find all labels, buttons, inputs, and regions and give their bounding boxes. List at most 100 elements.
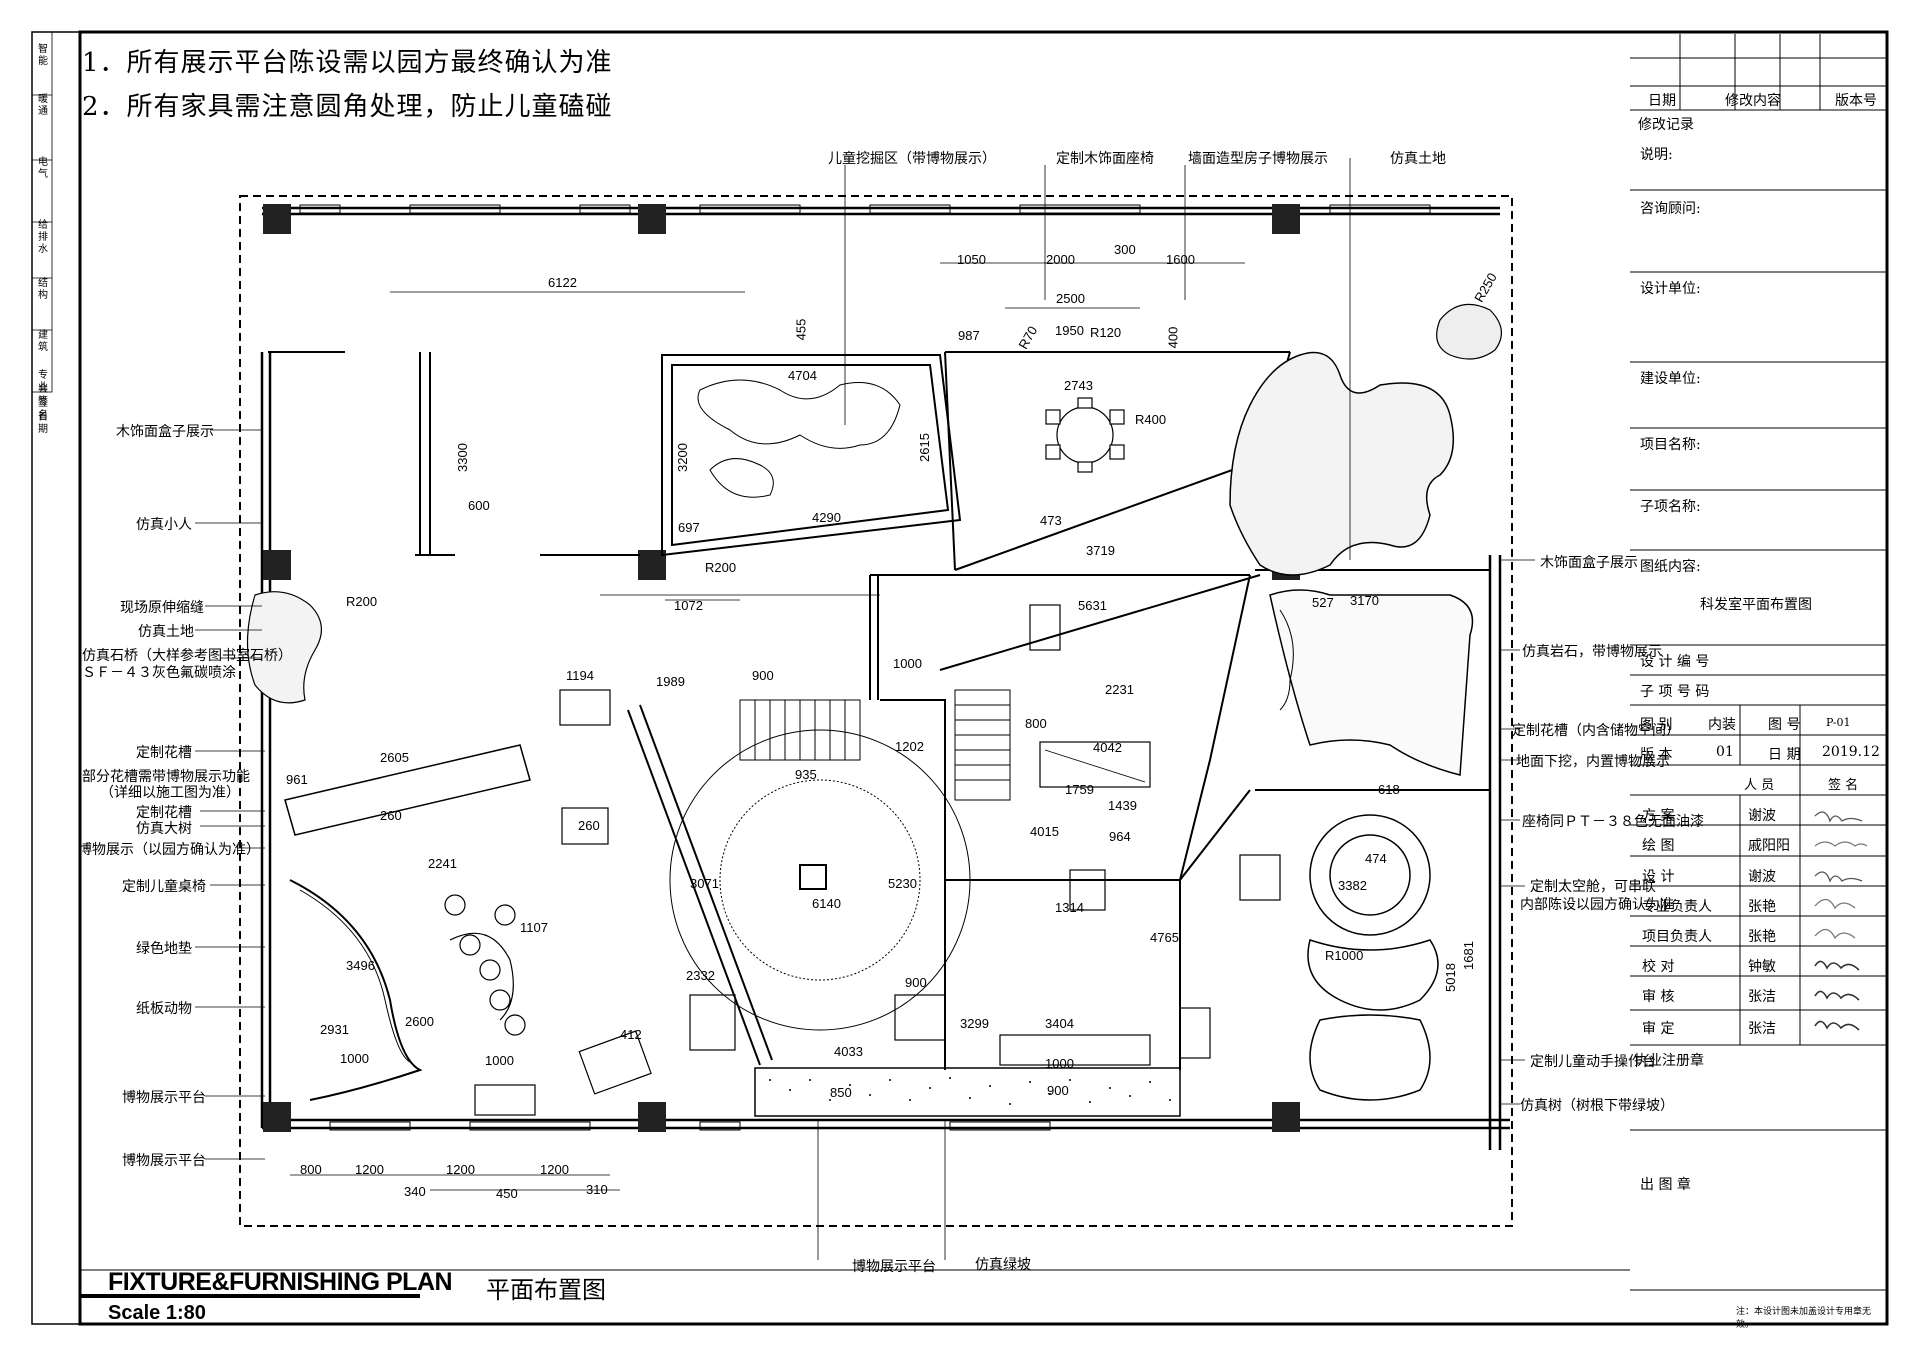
rev-header-content: 修改内容 [1725, 93, 1781, 109]
sidebar-label: 暖通 [38, 94, 48, 117]
date-label: 日 期 [1768, 747, 1801, 763]
drawing-no-value: P-01 [1826, 716, 1851, 729]
label-planter-storage: 定制花槽（内含储物空间） [1512, 723, 1680, 739]
dim-text: 1200 [540, 1162, 569, 1177]
label-simulated-soil-top: 仿真土地 [1390, 151, 1446, 167]
dim-text: 4015 [1030, 824, 1059, 839]
dim-text: 697 [678, 520, 700, 535]
label-kids-table-chairs: 定制儿童桌椅 [122, 879, 206, 895]
dim-text: 5230 [888, 876, 917, 891]
sidebar-label: 结构 [38, 278, 48, 301]
staff-name: 钟敏 [1748, 959, 1776, 975]
exhibit-platform-hatch [754, 1067, 1181, 1117]
rev-header-date: 日期 [1648, 93, 1676, 109]
dim-text: 455 [793, 318, 809, 341]
stone-bridge [246, 591, 322, 704]
long-planter [284, 744, 531, 836]
staff-header-sign: 签 名 [1828, 778, 1859, 793]
dim-text: 1200 [355, 1162, 384, 1177]
note-1: 1．所有展示平台陈设需以园方最终确认为准 [82, 48, 613, 78]
dim-text: 1200 [446, 1162, 475, 1177]
description-label: 说明: [1640, 147, 1673, 163]
footer-note: 注：本设计图未加盖设计专用章无效。 [1736, 1307, 1872, 1330]
dim-text: 2605 [380, 750, 409, 765]
date-value: 2019.12 [1822, 744, 1880, 760]
dim-text: 935 [795, 767, 817, 782]
dim-text: 1000 [340, 1051, 369, 1066]
dim-text: 473 [1040, 513, 1062, 528]
staff-name: 张艳 [1748, 929, 1776, 945]
dim-text: 3382 [1338, 878, 1367, 893]
label-museum-platform: 博物展示平台 [122, 1090, 206, 1106]
label-planter-2: 定制花槽 [136, 805, 192, 821]
version-label: 版 本 [1640, 747, 1673, 763]
simulated-soil-area [1229, 351, 1455, 576]
staff-role: 校 对 [1642, 959, 1675, 975]
drawing-frame [78, 30, 1889, 1326]
dim-text: 1314 [1055, 900, 1084, 915]
staff-role: 项目负责人 [1642, 929, 1712, 945]
label-simulated-soil: 仿真土地 [138, 624, 194, 640]
dim-text: 400 [1165, 326, 1181, 349]
dim-text: 1194 [566, 668, 594, 683]
dim-text: 4042 [1093, 740, 1122, 755]
staff-name: 戚阳阳 [1748, 838, 1790, 854]
drawing-type-label: 图 别 [1640, 717, 1673, 733]
dim-text: 1000 [893, 656, 922, 671]
rock-top-right [1436, 303, 1502, 360]
drawing-type-value: 内装 [1708, 717, 1736, 733]
dim-text: 412 [620, 1027, 642, 1042]
dim-text: 900 [752, 668, 774, 683]
label-museum-display: 博物展示（以园方确认为准） [78, 842, 260, 858]
dim-text: 1000 [485, 1053, 514, 1068]
label-museum-platform-bottom: 博物展示平台 [852, 1259, 936, 1275]
staff-name: 张洁 [1748, 989, 1776, 1005]
dim-text: 1950 [1055, 323, 1084, 338]
sidebar-label: 日期 [38, 412, 48, 435]
label-wood-box-right: 木饰面盒子展示 [1540, 555, 1638, 571]
drawing-content-label: 图纸内容: [1640, 559, 1701, 575]
dim-text: 850 [830, 1085, 852, 1100]
staff-role: 绘 图 [1642, 838, 1675, 854]
staff-name: 谢波 [1748, 808, 1776, 824]
sidebar-label: 给排水 [38, 220, 48, 255]
label-space-capsule: 定制太空舱，可串联 [1530, 879, 1656, 895]
central-circle-area [719, 779, 921, 981]
structural-columns [263, 204, 1300, 1132]
label-simulated-tree-right: 仿真树（树根下带绿坡） [1520, 1098, 1674, 1114]
staff-header-person: 人 员 [1744, 778, 1775, 793]
staff-role: 专业负责人 [1642, 899, 1712, 915]
dim-text: 2931 [320, 1022, 349, 1037]
round-table-set [1045, 397, 1125, 473]
rev-header-version: 版本号 [1835, 93, 1877, 109]
label-simulated-person: 仿真小人 [136, 517, 192, 533]
dim-text: 5018 [1442, 963, 1458, 992]
dim-text: 3200 [674, 443, 690, 472]
dim-text: 964 [1109, 829, 1131, 844]
sidebar-label: 专业 [38, 370, 48, 393]
staff-name: 张洁 [1748, 1021, 1776, 1037]
sidebar-label: 签名 [38, 398, 48, 421]
label-green-slope: 仿真绿坡 [975, 1257, 1031, 1273]
note-2: 2．所有家具需注意圆角处理，防止儿童磕碰 [82, 92, 613, 122]
dim-text: 300 [1114, 242, 1136, 257]
title-block-grid [1630, 34, 1887, 1291]
staff-role: 设 计 [1642, 869, 1675, 885]
label-simulated-rock: 仿真岩石，带博物展示 [1522, 644, 1662, 660]
version-value: 01 [1716, 744, 1734, 760]
dim-text: 450 [496, 1186, 518, 1201]
dim-text: 1989 [656, 674, 685, 689]
dim-text: 4033 [834, 1044, 863, 1059]
dim-text: 1600 [1166, 252, 1195, 267]
label-museum-platform-2: 博物展示平台 [122, 1153, 206, 1169]
dim-text: R120 [1090, 325, 1122, 340]
label-simulated-tree: 仿真大树 [136, 821, 192, 837]
central-table [799, 864, 827, 890]
label-stone-bridge: 仿真石桥（大样参考图书室石桥） [82, 648, 292, 664]
central-circle [669, 729, 971, 1031]
dim-text: 800 [300, 1162, 322, 1177]
simulated-rock [1269, 589, 1474, 776]
label-floor-dig: 地面下挖，内置博物展示 [1516, 754, 1670, 770]
dim-text: 3299 [960, 1016, 989, 1031]
sidebar-grid [31, 31, 53, 393]
